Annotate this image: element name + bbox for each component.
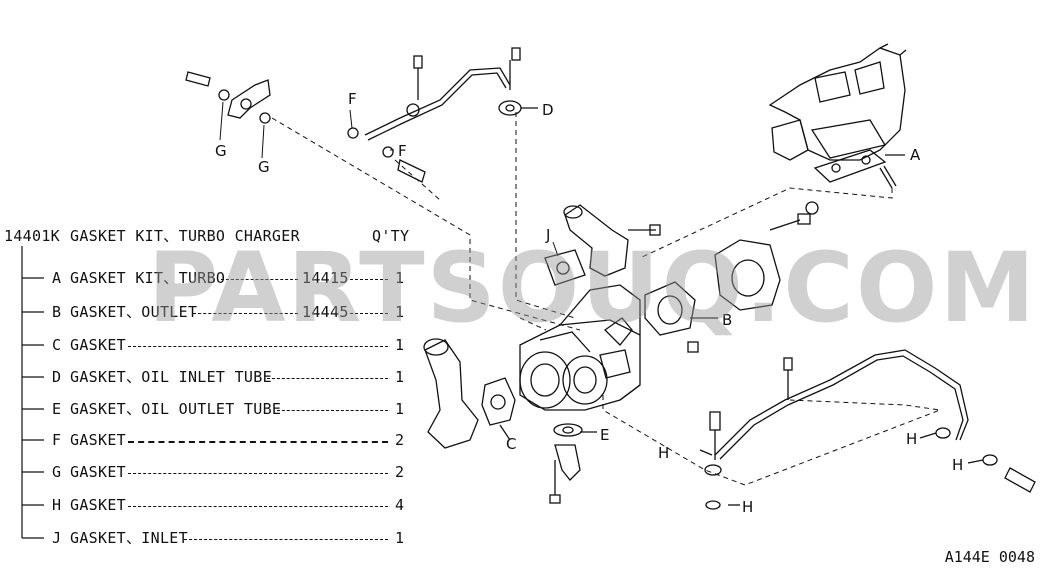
lower-oil-line <box>699 349 1036 510</box>
gasket-c <box>481 377 516 441</box>
callout-h2: H <box>742 498 753 516</box>
callout-e: E <box>600 426 609 444</box>
turbocharger-body <box>519 284 641 411</box>
outlet-housing <box>714 201 819 311</box>
parts-list-tree <box>21 246 44 539</box>
callout-h1: H <box>658 444 669 462</box>
callout-f2: F <box>398 142 407 160</box>
outlet-gasket-b <box>644 281 718 353</box>
callout-j: J <box>545 226 550 244</box>
callout-c: C <box>506 435 516 453</box>
callout-h4: H <box>952 456 963 474</box>
banjo-fitting <box>185 71 271 124</box>
oil-inlet-tube <box>347 47 538 183</box>
manifold-gasket-a <box>813 149 905 189</box>
inlet-elbow-pipe <box>563 204 661 277</box>
callout-g2: G <box>258 158 270 176</box>
callout-labels: A B C D E F F G G H H H H J <box>215 90 963 516</box>
callout-a: A <box>910 146 921 164</box>
inlet-gasket-j <box>544 249 586 286</box>
callout-leaders <box>219 101 559 257</box>
callout-g1: G <box>215 142 227 160</box>
intake-pipe <box>423 338 479 449</box>
callout-b: B <box>722 311 732 329</box>
exhaust-manifold <box>768 43 907 161</box>
callout-f1: F <box>348 90 357 108</box>
oil-outlet-tube <box>549 423 597 504</box>
callout-h3: H <box>906 430 917 448</box>
reference-code: A144E 0048 <box>944 548 1035 566</box>
callout-d: D <box>542 101 554 119</box>
